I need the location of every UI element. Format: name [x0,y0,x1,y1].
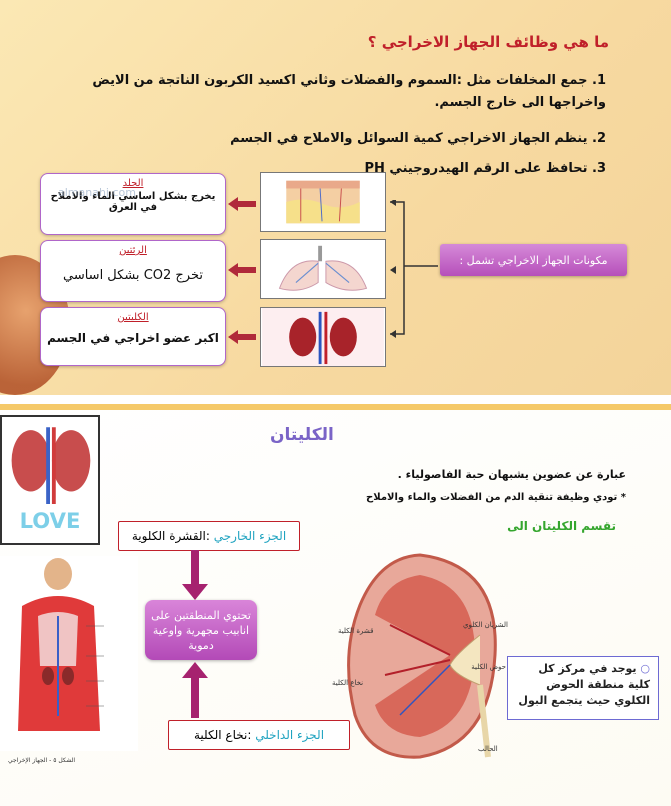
label-renal-artery: الشريان الكلوي [463,621,508,629]
point-1: 1. جمع المخلفات مثل :السموم والفضلات وثا… [92,73,606,110]
outer-part-label: الجزء الخارجي [213,529,287,543]
watermark: almanahj.com [58,186,136,199]
figure-caption: الشكل ٥ - الجهاز الإخراجي [8,757,76,764]
inner-part-box: الجزء الداخلي :نخاع الكلية [168,720,350,750]
point-2: 2. ينظم الجهاز الاخراجي كمية السوائل وال… [230,131,606,146]
card-heading: الكليتين [117,312,149,323]
card-skin: الجلد يخرج بشكل اساسي الماء والاملاح في … [40,173,226,235]
arrow-left-icon [228,330,256,344]
regions-contain-label: تحتوي المنطقتين على انابيب مجهرية واوعية… [145,600,257,660]
kidney-description: عبارة عن عضوين يشبهان حبة الفاصولياء . [397,468,626,481]
card-heading: الجلد [122,178,144,189]
kidney-divides-label: تقسم الكليتان الى [507,519,616,533]
kidney-function: * تودي وظيفة تنقية الدم من الفضلات والما… [366,492,626,503]
pelvis-info: يوجد في مركز كل كلية منطقة الحوض الكلوي … [518,662,650,707]
slide-title: ما هي وظائف الجهاز الاخراجي ؟ [367,33,609,51]
label-medulla: نخاع الكلية [332,679,363,687]
card-kidneys: الكليتين اكبر عضو اخراجي في الجسم [40,307,226,366]
kidneys-image [260,307,386,367]
inner-part-label: الجزء الداخلي [255,728,325,742]
slide-title: الكليتان [270,425,334,445]
card-text: اكبر عضو اخراجي في الجسم [47,331,219,345]
pelvis-info-box: ○ يوجد في مركز كل كلية منطقة الحوض الكلو… [507,656,659,720]
arrow-left-icon [228,197,256,211]
card-heading: الرئتين [119,245,147,256]
bracket-connector [390,200,438,338]
arrow-down-icon [182,550,208,600]
components-label: مكونات الجهاز الاخراجي تشمل : [440,244,627,276]
card-lungs: الرئتين تخرج CO2 بشكل اساسي [40,240,226,302]
kidney-cross-section-image: الشريان الكلوي قشرة الكلية نخاع الكلية ح… [330,545,510,765]
slide-separator [0,395,671,404]
label-cortex: قشرة الكلية [338,627,373,635]
arrow-up-icon [182,662,208,718]
label-pelvis: حوض الكلية [471,663,506,671]
card-text: تخرج CO2 بشكل اساسي [62,268,203,283]
excretory-system-figure [0,556,138,751]
card-text: يخرج بشكل اساسي الماء والاملاح في العرق [50,191,216,213]
love-kidneys-image: LOVE [0,415,100,545]
arrow-left-icon [228,263,256,277]
label-ureter: الحالب [478,745,498,753]
skin-image [260,172,386,232]
outer-part-desc: :القشرة الكلوية [131,529,210,543]
outer-part-box: الجزء الخارجي :القشرة الكلوية [118,521,300,551]
slide-functions: ما هي وظائف الجهاز الاخراجي ؟ 1. جمع الم… [0,0,671,395]
inner-part-desc: :نخاع الكلية [193,728,252,742]
love-text: LOVE [20,508,81,533]
lungs-image [260,239,386,299]
bullet-icon: ○ [636,662,650,675]
